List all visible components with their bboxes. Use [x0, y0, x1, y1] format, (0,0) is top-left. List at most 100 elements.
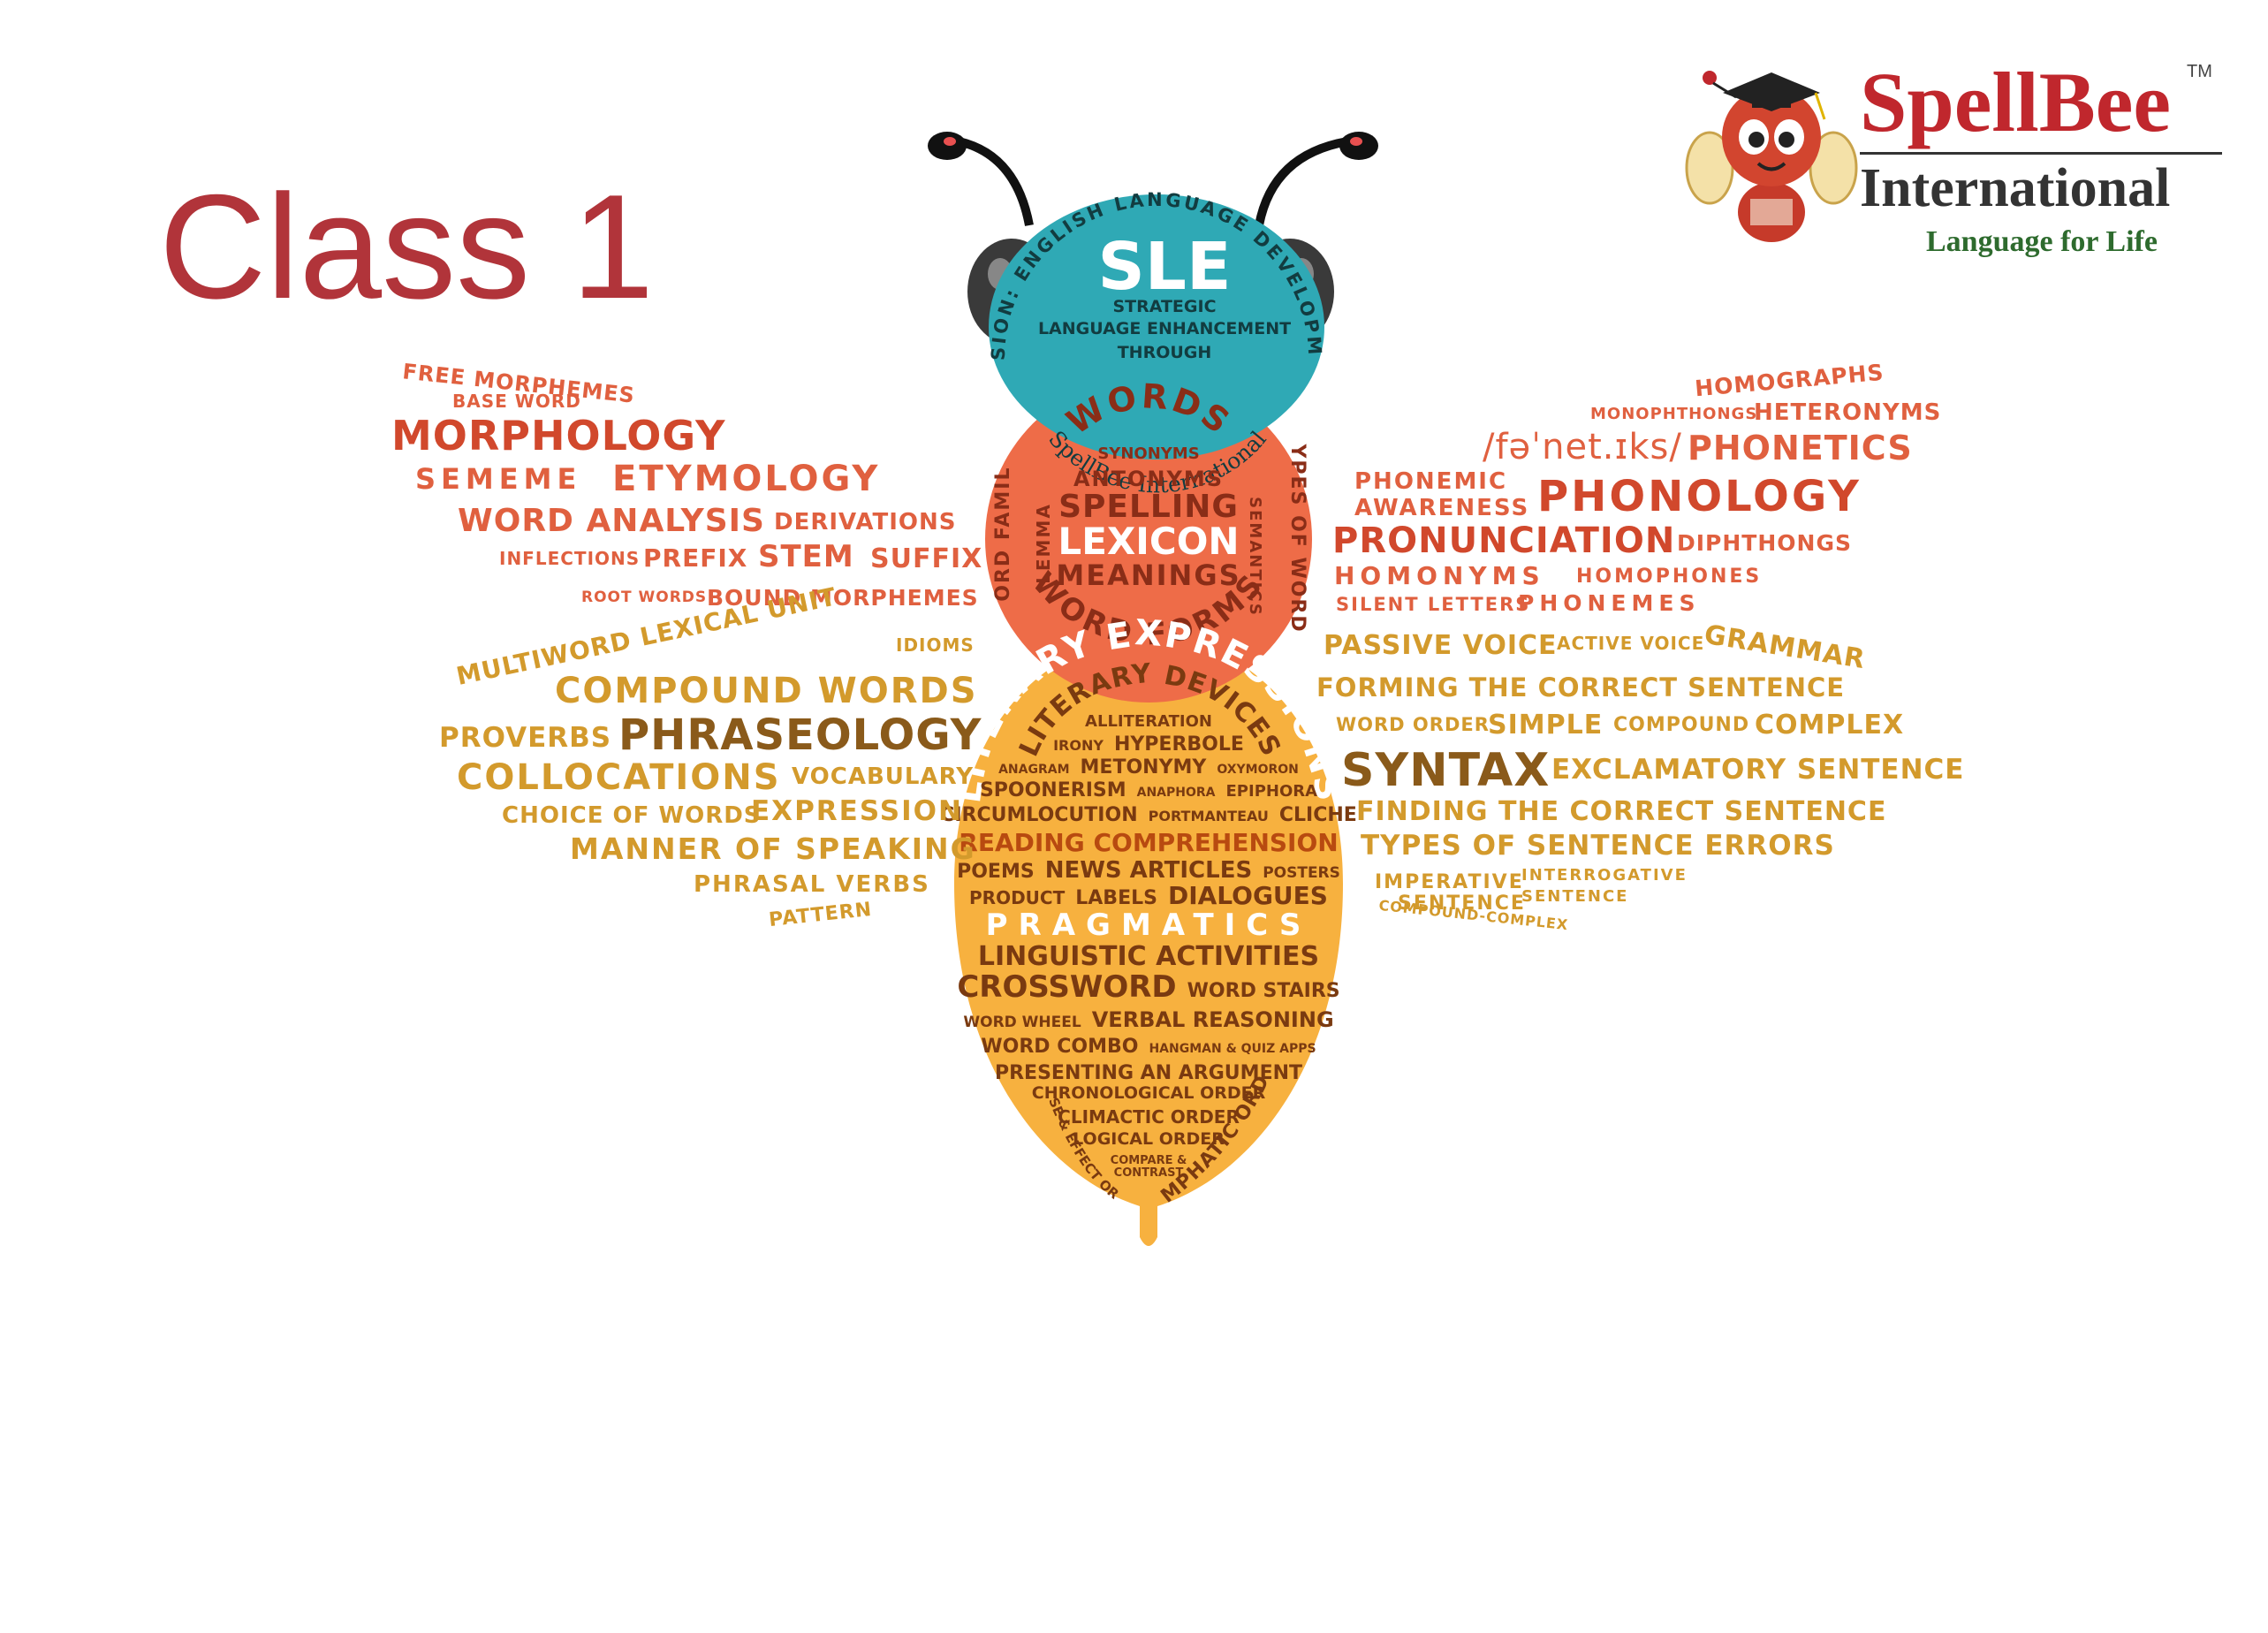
- abdomen-line: CONTRAST: [1109, 1165, 1189, 1179]
- left-etymology: ETYMOLOGY: [612, 459, 881, 499]
- right-pronunciation: PRONUNCIATION: [1332, 520, 1676, 561]
- logo-divider: [1860, 152, 2222, 155]
- abdomen-word: PRAGMATICS: [985, 908, 1312, 943]
- thorax-spelling: SPELLING: [1058, 489, 1239, 525]
- left-idioms: IDIOMS: [896, 634, 975, 656]
- left-antenna: [957, 137, 1034, 226]
- right-active-voice: ACTIVE VOICE: [1557, 633, 1705, 654]
- abdomen-line: WORD COMBO HANGMAN & QUIZ APPS: [975, 1037, 1321, 1057]
- bee-abdomen: [954, 636, 1343, 1246]
- right-antenna-tip: [1339, 132, 1378, 160]
- abdomen-line: CROSSWORD WORD STAIRS: [952, 972, 1345, 1002]
- right-imperative: IMPERATIVE: [1375, 871, 1524, 893]
- abdomen-word: WORD STAIRS: [1187, 980, 1340, 1002]
- abdomen-word: CHRONOLOGICAL ORDER: [1031, 1083, 1266, 1103]
- right-sentence-1: SENTENCE: [1398, 892, 1526, 915]
- abdomen-word: POEMS: [957, 861, 1035, 883]
- head-sle-acronym: SLE: [1097, 229, 1232, 305]
- thorax-synonyms: SYNONYMS: [1097, 444, 1200, 463]
- right-simple: SIMPLE: [1488, 710, 1604, 741]
- abdomen-word: COMPARE &: [1110, 1154, 1187, 1167]
- abdomen-word: PRESENTING AN ARGUMENT: [994, 1062, 1303, 1084]
- abdomen-word: VERBAL REASONING: [1091, 1007, 1334, 1032]
- right-heteronyms: HETERONYMS: [1754, 399, 1942, 426]
- right-antenna: [1255, 137, 1348, 226]
- abdomen-word: CLIMACTIC ORDER: [1058, 1106, 1240, 1128]
- right-phonology: PHONOLOGY: [1537, 472, 1862, 521]
- left-collocations: COLLOCATIONS: [457, 757, 781, 798]
- abdomen-word: CROSSWORD: [957, 969, 1177, 1005]
- right-phonemes: PHONEMES: [1518, 590, 1701, 616]
- left-sememe: SEMEME: [415, 462, 582, 496]
- abdomen-line: COMPARE &: [1105, 1152, 1193, 1166]
- right-awareness: AWARENESS: [1354, 495, 1530, 521]
- abdomen-word: READING COMPREHENSION: [959, 828, 1339, 857]
- right-phonetics: PHONETICS: [1688, 429, 1913, 467]
- abdomen-word: EPIPHORA: [1225, 782, 1318, 801]
- abdomen-word: ANAPHORA: [1136, 786, 1216, 800]
- head-line-language: LANGUAGE ENHANCEMENT: [1037, 319, 1292, 338]
- logo-name: SpellBee: [1860, 55, 2171, 149]
- right-syntax: SYNTAX: [1341, 744, 1551, 797]
- abdomen-line: CLIMACTIC ORDER: [1052, 1108, 1245, 1126]
- abdomen-word: LINGUISTIC ACTIVITIES: [977, 941, 1320, 972]
- right-types-errors: TYPES OF SENTENCE ERRORS: [1361, 830, 1835, 862]
- left-compound-words: COMPOUND WORDS: [555, 671, 978, 711]
- right-diphthongs: DIPHTHONGS: [1677, 530, 1852, 556]
- left-expression: EXPRESSION: [751, 795, 963, 827]
- right-homonyms: HOMONYMS: [1334, 561, 1545, 590]
- abdomen-line: CIRCUMLOCUTION PORTMANTEAU CLICHE: [935, 806, 1362, 825]
- abdomen-word: PORTMANTEAU: [1148, 808, 1269, 824]
- abdomen-word: CIRCUMLOCUTION: [940, 804, 1138, 826]
- right-complex: COMPLEX: [1755, 710, 1905, 741]
- abdomen-word: POSTERS: [1263, 864, 1340, 882]
- left-phraseology: PHRASEOLOGY: [618, 710, 982, 760]
- right-forming-sentence: FORMING THE CORRECT SENTENCE: [1316, 672, 1846, 703]
- left-root-words: ROOT WORDS: [581, 589, 708, 606]
- abdomen-word: CONTRAST: [1113, 1166, 1184, 1180]
- abdomen-word: ANAGRAM: [998, 763, 1070, 777]
- thorax-meanings: MEANINGS: [1056, 558, 1241, 592]
- right-silent-letters: SILENT LETTERS: [1336, 594, 1531, 615]
- abdomen-word: LOGICAL ORDER: [1073, 1129, 1225, 1149]
- left-derivations: DERIVATIONS: [774, 509, 957, 535]
- abdomen-word: LABELS: [1075, 887, 1157, 909]
- right-word-order: WORD ORDER: [1336, 714, 1490, 735]
- right-finding-sentence: FINDING THE CORRECT SENTENCE: [1356, 796, 1887, 827]
- left-vocabulary: VOCABULARY: [792, 763, 975, 790]
- bee-thorax: [985, 376, 1312, 703]
- left-phrasal-verbs: PHRASAL VERBS: [694, 871, 930, 898]
- abdomen-word: OXYMORON: [1217, 763, 1299, 777]
- head-line-strategic: STRATEGIC: [1112, 297, 1217, 316]
- abdomen-word: CLICHE: [1278, 804, 1357, 826]
- abdomen-line: POEMS NEWS ARTICLES POSTERS: [952, 859, 1346, 882]
- abdomen-word: HYPERBOLE: [1113, 733, 1244, 756]
- left-proverbs: PROVERBS: [439, 722, 612, 754]
- abdomen-word: METONYMY: [1080, 756, 1207, 779]
- abdomen-word: HANGMAN & QUIZ APPS: [1149, 1042, 1316, 1056]
- left-morphology: MORPHOLOGY: [391, 412, 726, 460]
- left-antenna-tip: [928, 132, 967, 160]
- abdomen-word: WORD WHEEL: [963, 1014, 1081, 1031]
- abdomen-word: IRONY: [1053, 737, 1104, 754]
- head-line-through: THROUGH: [1117, 343, 1212, 362]
- right-sentence-2: SENTENCE: [1521, 887, 1629, 906]
- left-base-word: BASE WORD: [452, 391, 581, 412]
- right-exclamatory: EXCLAMATORY SENTENCE: [1551, 754, 1965, 786]
- thorax-lemma-text: LEMMA: [1033, 503, 1054, 584]
- bee-head: [989, 194, 1324, 460]
- thorax-semantics-text: SEMANTICS: [1246, 497, 1264, 617]
- thorax-antonyms: ANTONYMS: [1073, 467, 1225, 491]
- abdomen-line: PRAGMATICS: [981, 910, 1317, 940]
- logo-subtitle: International: [1860, 158, 2171, 218]
- left-stem: STEM: [758, 539, 854, 574]
- abdomen-word: NEWS ARTICLES: [1044, 857, 1253, 884]
- abdomen-line: ALLITERATION: [1080, 714, 1217, 730]
- abdomen-word: ALLITERATION: [1085, 712, 1212, 731]
- right-homophones: HOMOPHONES: [1576, 566, 1763, 588]
- left-choice-of-words: CHOICE OF WORDS: [502, 802, 762, 829]
- abdomen-word: WORD COMBO: [981, 1036, 1139, 1058]
- left-manner-of-speaking: MANNER OF SPEAKING: [570, 832, 976, 866]
